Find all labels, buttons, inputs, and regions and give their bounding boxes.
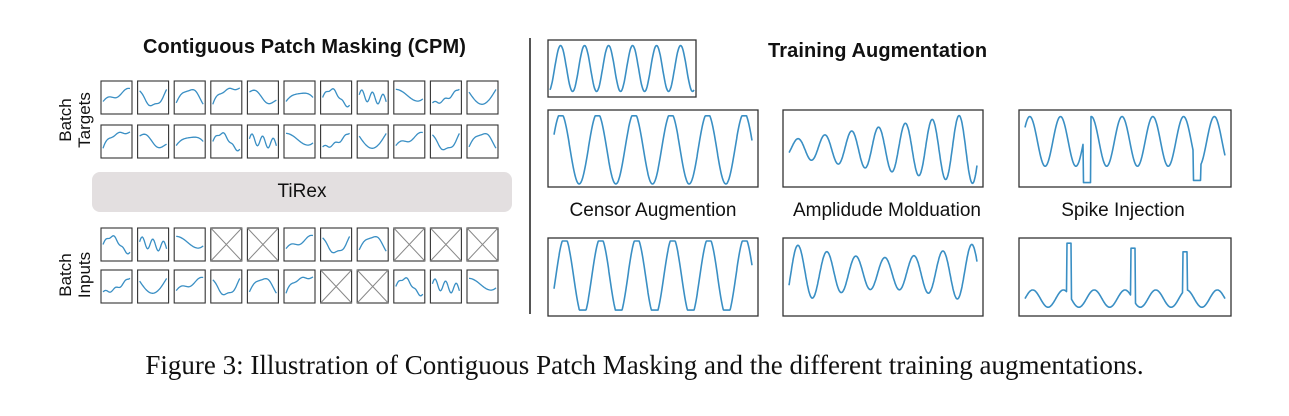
input-row-2-patch-2 <box>137 269 170 304</box>
target-row-2-patch-1-series <box>102 131 131 149</box>
target-row-1-patch-6-series <box>285 92 314 102</box>
input-row-1-patch-8-series <box>358 235 387 252</box>
target-row-1-patch-3-series <box>175 88 204 105</box>
target-row-2-patch-4-series <box>212 132 241 152</box>
target-row-1-patch-10-series <box>432 88 460 104</box>
input-row-2-patch-1-series <box>102 277 131 293</box>
input-row-2-patch-4 <box>210 269 243 304</box>
input-row-1-patch-1 <box>100 227 133 262</box>
input-row-2-patch-4-series <box>212 278 241 296</box>
target-row-1-patch-2 <box>137 80 170 115</box>
input-row-2-patch-7-mask <box>320 269 352 304</box>
censor-augmentation-label: Censor Augmention <box>569 200 737 221</box>
input-row-2-patch-8-mask <box>356 269 389 304</box>
target-row-2-patch-4 <box>210 124 243 159</box>
target-row-2-patch-8-series <box>358 133 387 149</box>
censor-top-series <box>553 115 753 185</box>
target-row-1-patch-7 <box>320 80 353 115</box>
input-row-1-patch-6-series <box>285 234 314 250</box>
target-row-1-patch-4-series <box>212 87 241 105</box>
amplitude-bottom-series <box>788 243 978 300</box>
cpm-title: Contiguous Patch Masking (CPM) <box>143 36 466 58</box>
censor-bottom-panel <box>547 237 759 317</box>
target-row-2-patch-7 <box>320 124 353 159</box>
amplitude-top-series <box>788 114 978 185</box>
target-row-1-patch-8 <box>356 80 389 115</box>
input-row-2-patch-3-series <box>175 276 204 292</box>
input-row-1-patch-5-mask <box>247 227 279 262</box>
censor-top-panel <box>547 109 759 188</box>
input-row-2-patch-5-series <box>248 277 277 294</box>
target-row-2-patch-5-series <box>248 133 278 149</box>
spike-bottom-panel <box>1018 237 1232 317</box>
target-row-2-patch-10-series <box>431 133 460 151</box>
target-row-2-patch-8 <box>356 124 389 159</box>
spike-injection-label: Spike Injection <box>1061 200 1185 221</box>
section-divider <box>529 38 531 314</box>
input-row-2-patch-6-series <box>285 276 314 294</box>
target-row-2-patch-2-series <box>139 133 167 149</box>
target-row-2-patch-2 <box>137 124 170 159</box>
target-row-1-patch-5-series <box>249 89 277 105</box>
target-row-1-patch-8-series <box>358 89 387 105</box>
target-row-1-patch-1-series <box>102 87 131 102</box>
input-row-1-patch-1-series <box>102 235 131 255</box>
target-row-1-patch-11 <box>466 80 499 115</box>
tirex-label: TiRex <box>277 181 327 202</box>
target-row-1-patch-11-series <box>468 89 497 105</box>
target-row-2-patch-11-series <box>468 132 497 149</box>
amplitude-modulation-label: Amplidude Molduation <box>792 200 981 221</box>
target-row-2-patch-9-series <box>395 131 423 147</box>
tirex-model-box: TiRex <box>92 172 512 212</box>
target-row-1-patch-5 <box>246 80 279 115</box>
input-row-1-patch-3-series <box>176 235 204 249</box>
target-row-2-patch-6-series <box>286 132 314 146</box>
input-row-1-patch-4-mask <box>210 227 243 262</box>
input-row-1-patch-11-mask <box>466 227 499 262</box>
figure-caption: Figure 3: Illustration of Contiguous Pat… <box>145 350 1144 380</box>
input-row-2-patch-9 <box>393 269 426 304</box>
input-row-2-patch-10 <box>429 269 462 304</box>
target-row-1-patch-9-series <box>395 88 424 102</box>
series-panels <box>100 39 1232 317</box>
target-row-2-patch-10 <box>429 124 462 159</box>
input-row-1-patch-7 <box>320 227 353 262</box>
target-row-1-patch-2-series <box>139 89 168 107</box>
original-series-line <box>549 44 695 93</box>
input-row-1-patch-2-series <box>138 236 168 252</box>
input-row-2-patch-9-series <box>395 277 424 297</box>
amplitude-bottom-panel <box>782 237 984 317</box>
input-row-1-patch-9-mask <box>393 227 426 262</box>
spike-bottom-series <box>1024 242 1226 308</box>
censor-bottom-series <box>553 240 753 311</box>
input-row-2-patch-11-series <box>469 277 497 291</box>
input-row-1-patch-7-series <box>322 236 351 254</box>
input-row-2-patch-10-series <box>431 278 461 294</box>
target-row-2-patch-3-series <box>175 136 204 146</box>
input-row-1-patch-2 <box>137 227 170 262</box>
augmentation-title: Training Augmentation <box>768 40 988 62</box>
spike-top-series <box>1024 115 1226 184</box>
input-row-1-patch-10-mask <box>430 227 462 262</box>
target-row-2-patch-7-series <box>322 132 350 148</box>
target-row-2-patch-5 <box>246 124 279 159</box>
target-row-1-patch-7-series <box>322 88 351 108</box>
amplitude-top-panel <box>782 109 984 188</box>
input-row-2-patch-2-series <box>139 278 168 294</box>
